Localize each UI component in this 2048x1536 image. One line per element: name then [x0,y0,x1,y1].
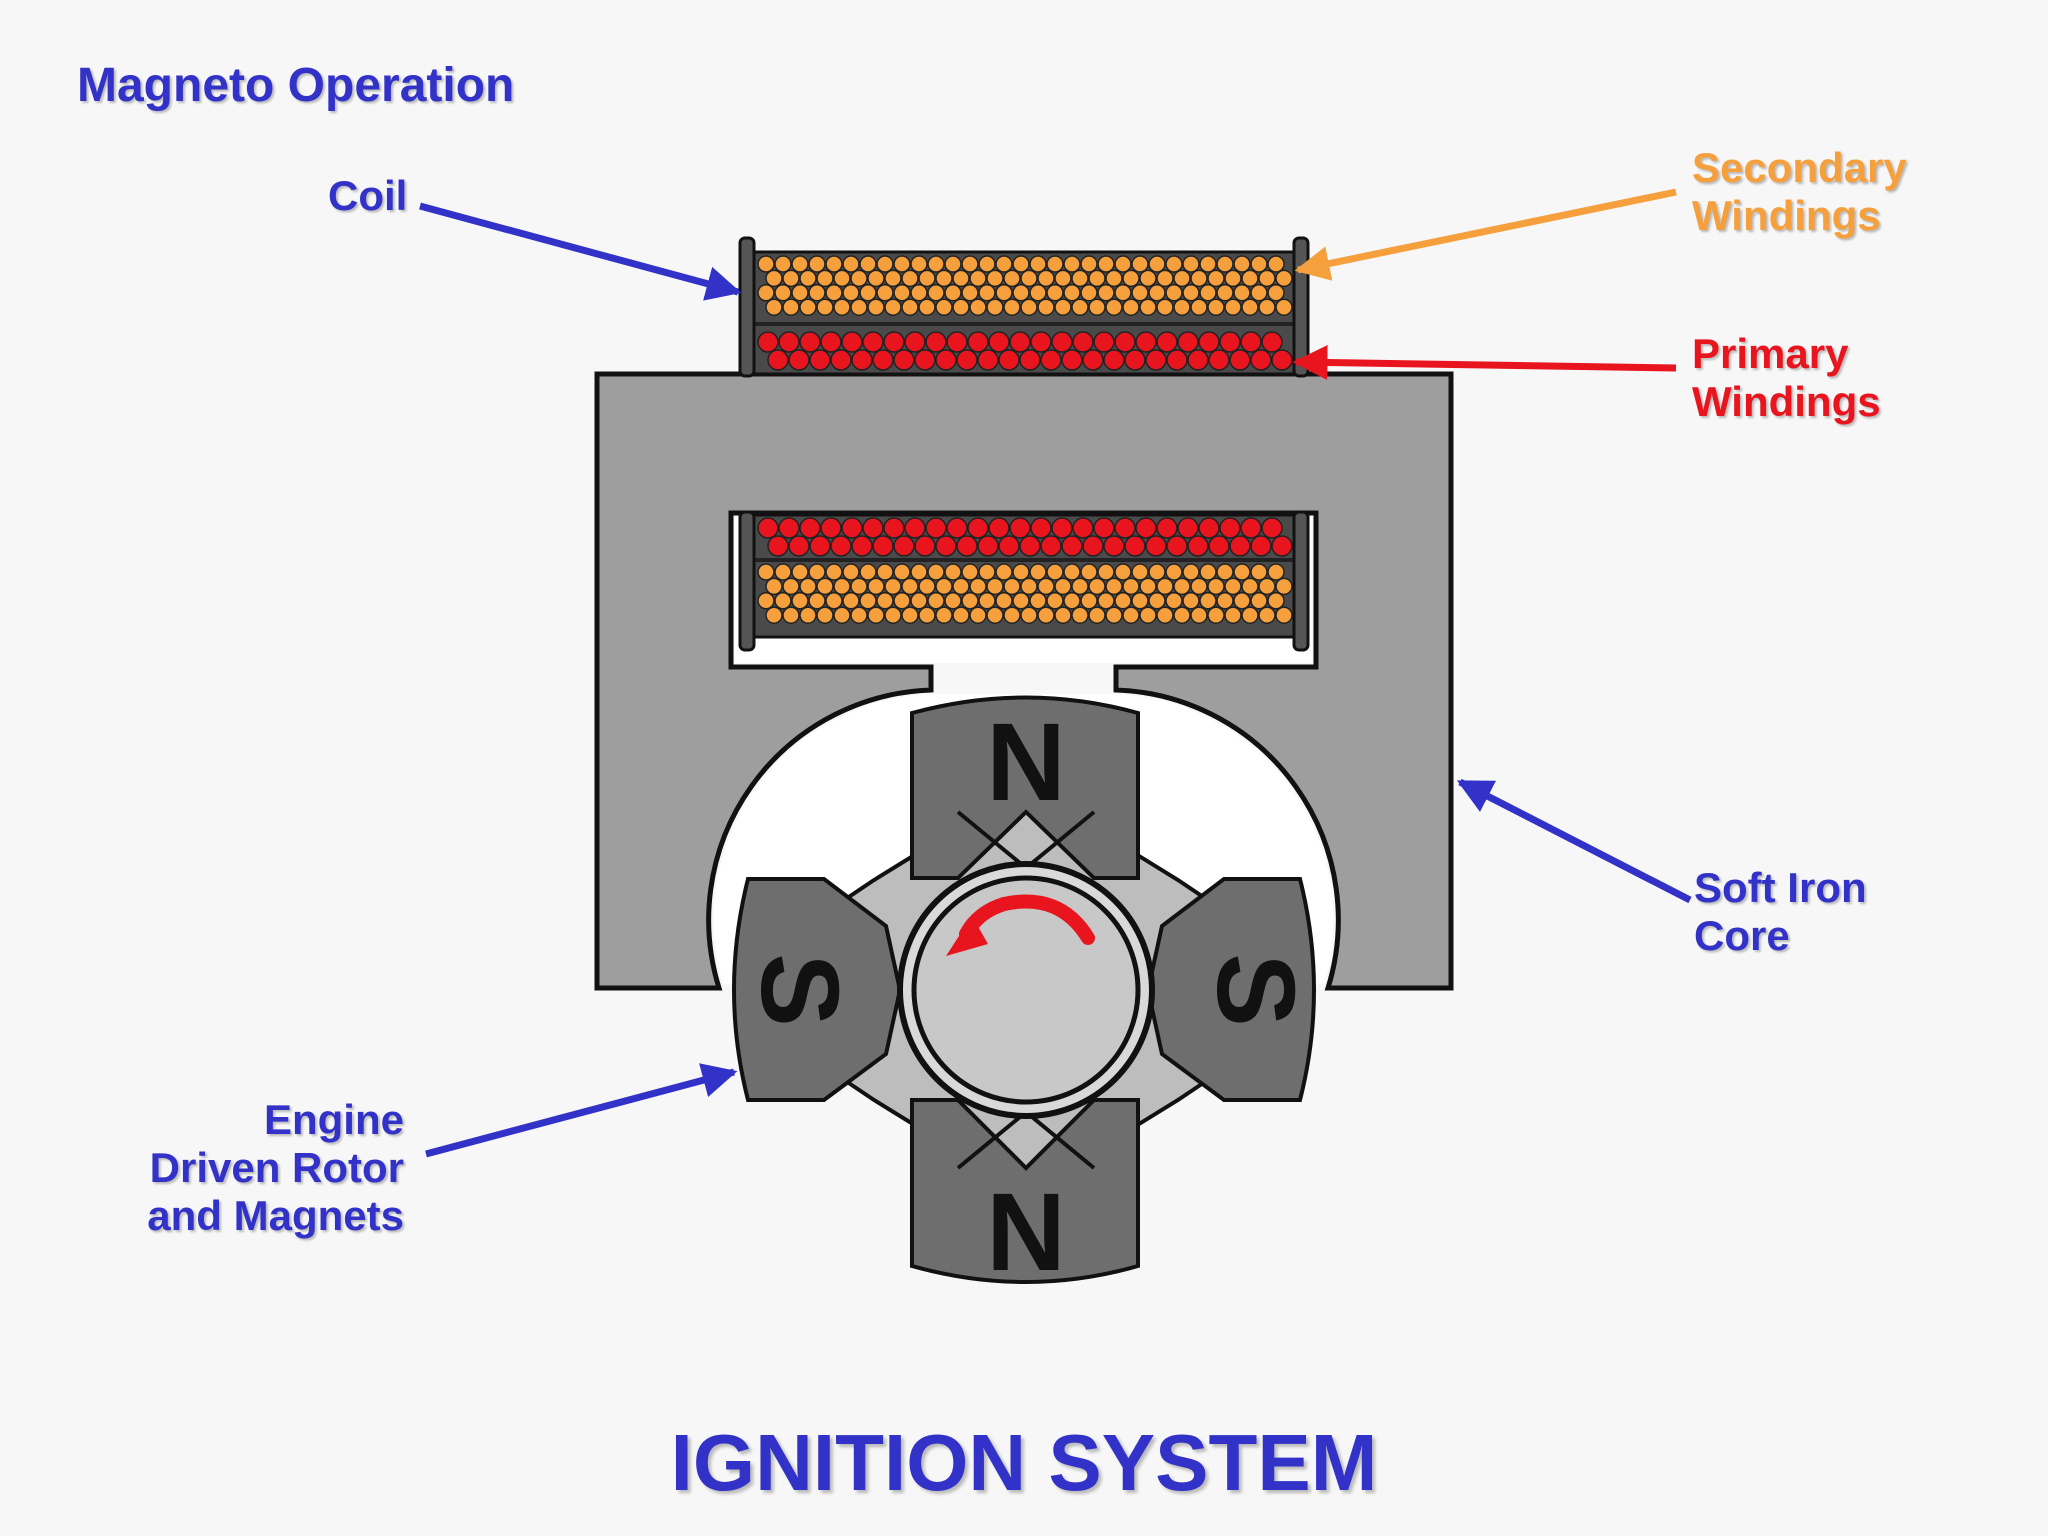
soft-iron-core-label: Soft Iron Core [1694,864,1867,959]
soft-iron-core-arrow [1456,778,1692,904]
pole-label-north-top: N [986,701,1065,824]
pole-label-north-bottom: N [986,1171,1065,1294]
primary-windings-top [757,331,1293,371]
primary-windings-inner [757,517,1293,557]
south-magnet-left [732,877,903,1102]
rotor: N N S S [732,695,1317,1294]
page-title: Magneto Operation [77,59,515,112]
counterclockwise-arrow-icon [946,894,1095,956]
primary-windings-label: Primary Windings [1692,330,1881,425]
secondary-windings-label: Secondary Windings [1692,144,1907,239]
pole-label-south-left: S [738,953,861,1026]
pole-label-south-right: S [1194,953,1317,1026]
soft-iron-core [594,371,1454,991]
inner-coil [738,510,1310,652]
south-magnet-right [1145,877,1316,1102]
north-magnet-bottom [910,1098,1140,1284]
secondary-windings-top [757,255,1293,316]
secondary-windings-arrow [1294,188,1677,281]
coil-arrow [419,202,742,301]
coil-label: Coil [328,172,408,219]
secondary-windings-inner [757,563,1293,624]
footer-title: IGNITION SYSTEM [670,1418,1378,1507]
north-magnet-top [910,695,1140,880]
primary-windings-arrow [1292,344,1677,380]
rotor-arrow [425,1063,738,1158]
rotor-label: Engine Driven Rotor and Magnets [147,1096,404,1239]
top-coil [738,236,1310,378]
